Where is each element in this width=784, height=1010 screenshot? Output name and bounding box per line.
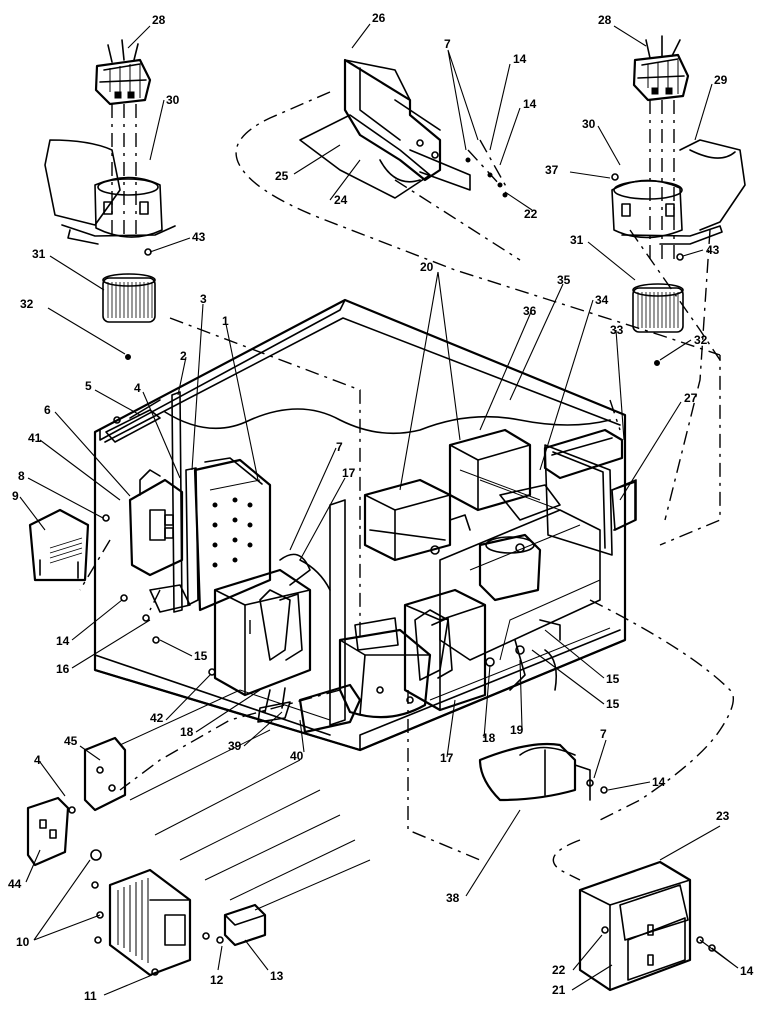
callout-13: 13 xyxy=(270,969,284,983)
callout-30-left: 30 xyxy=(166,93,180,107)
callout-15-left: 15 xyxy=(194,649,208,663)
callout-11: 11 xyxy=(84,989,97,1003)
callout-27: 27 xyxy=(684,391,698,405)
callout-44: 44 xyxy=(8,877,22,891)
callout-labels: 28 26 7 14 14 28 29 30 30 37 25 24 22 43… xyxy=(8,11,754,1003)
center-components xyxy=(208,428,561,734)
callout-18-right: 18 xyxy=(482,731,496,745)
callout-23: 23 xyxy=(716,809,730,823)
callout-26: 26 xyxy=(372,11,386,25)
callout-7-top: 7 xyxy=(444,37,451,51)
callout-41: 17 xyxy=(342,466,356,480)
callout-15-right-a: 15 xyxy=(606,672,620,686)
callout-14-top-b: 14 xyxy=(523,97,537,111)
leader-lines xyxy=(19,23,739,996)
callout-30-right: 30 xyxy=(582,117,596,131)
callout-35: 35 xyxy=(557,273,571,287)
callout-42: 42 xyxy=(150,711,164,725)
left-wall-components xyxy=(28,391,272,644)
callout-21: 21 xyxy=(552,983,566,997)
callout-31-left: 31 xyxy=(32,247,46,261)
callout-7-left: 41 xyxy=(28,431,42,445)
callout-2: 2 xyxy=(180,349,187,363)
right-fan-assembly xyxy=(611,35,746,366)
callout-14-left: 14 xyxy=(56,634,70,648)
callout-31-right: 31 xyxy=(570,233,584,247)
callout-6: 6 xyxy=(44,403,51,417)
callout-32-right: 32 xyxy=(694,333,708,347)
lower-left-components xyxy=(26,689,371,977)
callout-4-top: 4 xyxy=(134,381,141,395)
callout-17-top: 7 xyxy=(336,440,343,454)
callout-20: 20 xyxy=(420,260,434,274)
callout-24: 24 xyxy=(334,193,348,207)
callout-8: 8 xyxy=(18,469,25,483)
callout-1: 1 xyxy=(222,314,229,328)
callout-14-right: 14 xyxy=(652,775,666,789)
callout-9: 9 xyxy=(12,489,19,503)
chassis-base xyxy=(93,298,636,752)
callout-43-left: 43 xyxy=(192,230,206,244)
callout-15-right-b: 15 xyxy=(606,697,620,711)
callout-25: 25 xyxy=(275,169,289,183)
callout-22-top: 22 xyxy=(524,207,538,221)
callout-40: 40 xyxy=(290,749,304,763)
right-side-components xyxy=(478,428,716,992)
callout-38: 38 xyxy=(446,891,460,905)
callout-19: 19 xyxy=(510,723,524,737)
callout-10: 10 xyxy=(16,935,30,949)
callout-34: 34 xyxy=(595,293,609,307)
callout-12: 12 xyxy=(210,973,224,987)
assembly-guide-lines xyxy=(79,91,734,881)
callout-28-right: 28 xyxy=(598,13,612,27)
callout-45: 45 xyxy=(64,734,78,748)
callout-28-left: 28 xyxy=(152,13,166,27)
center-duct-assembly xyxy=(299,58,509,199)
callout-4-bottom: 4 xyxy=(34,753,41,767)
callout-37: 37 xyxy=(545,163,559,177)
callout-36: 36 xyxy=(523,304,537,318)
callout-32-left: 32 xyxy=(20,297,34,311)
callout-39: 39 xyxy=(228,739,242,753)
callout-33: 33 xyxy=(610,323,624,337)
callout-16: 16 xyxy=(56,662,70,676)
callout-43-right: 43 xyxy=(706,243,720,257)
left-fan-assembly xyxy=(44,39,176,360)
callout-3: 3 xyxy=(200,292,207,306)
callout-14-bottom: 14 xyxy=(740,964,754,978)
callout-7-right: 7 xyxy=(600,727,607,741)
callout-29: 29 xyxy=(714,73,728,87)
callout-17-bottom: 17 xyxy=(440,751,454,765)
callout-22-bottom: 22 xyxy=(552,963,566,977)
callout-14-top-a: 14 xyxy=(513,52,527,66)
callout-5: 5 xyxy=(85,379,92,393)
callout-18-left: 18 xyxy=(180,725,194,739)
